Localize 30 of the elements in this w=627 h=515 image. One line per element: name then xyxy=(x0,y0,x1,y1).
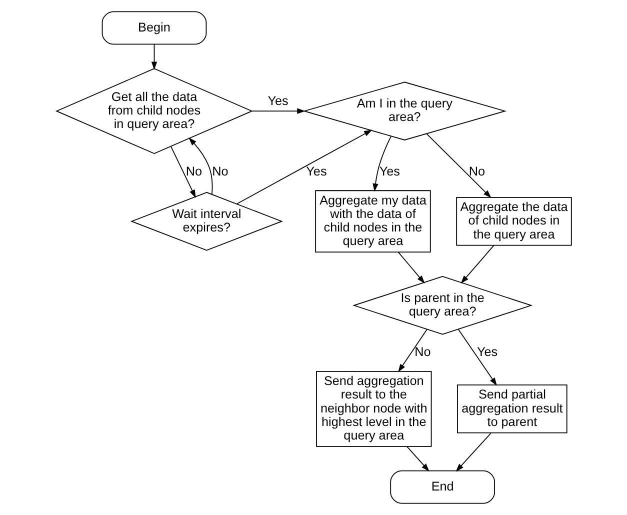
node-diamond: Am I in the query area? xyxy=(302,82,506,140)
edge-label: Yes xyxy=(476,345,498,360)
node-box: Aggregate my data with the data of child nodes in the query area xyxy=(314,190,430,253)
edge-label: Yes xyxy=(267,94,288,108)
arrow xyxy=(150,44,157,70)
node-box: Send partial aggregation result to parent xyxy=(456,384,567,434)
arrow xyxy=(372,136,391,192)
edge-label: No xyxy=(468,164,485,178)
arrow xyxy=(236,130,372,204)
arrow xyxy=(457,328,496,386)
arrow xyxy=(455,432,491,472)
edge-label: Yes xyxy=(378,164,400,178)
arrow xyxy=(397,252,424,284)
node-box: Aggregate the data of child nodes in the query area xyxy=(456,196,572,246)
arrow xyxy=(460,245,494,284)
edge-label: No xyxy=(414,345,430,360)
edge-label: Yes xyxy=(306,164,326,178)
edge-label: No xyxy=(212,164,228,178)
node-box: End xyxy=(390,470,494,504)
arrow xyxy=(406,446,429,472)
arrow xyxy=(188,138,212,195)
node-diamond: Get all the data from child nodes in query area? xyxy=(54,68,252,154)
arrow xyxy=(426,133,491,198)
arrow xyxy=(170,146,196,198)
arrow xyxy=(251,108,305,114)
arrow xyxy=(398,328,427,372)
node-box: Send aggregation result to the neighbor node with highest level in the query area xyxy=(316,370,432,447)
node-box: Begin xyxy=(101,11,206,45)
node-diamond: Wait interval expires? xyxy=(130,192,282,251)
edge-label: No xyxy=(185,164,202,178)
